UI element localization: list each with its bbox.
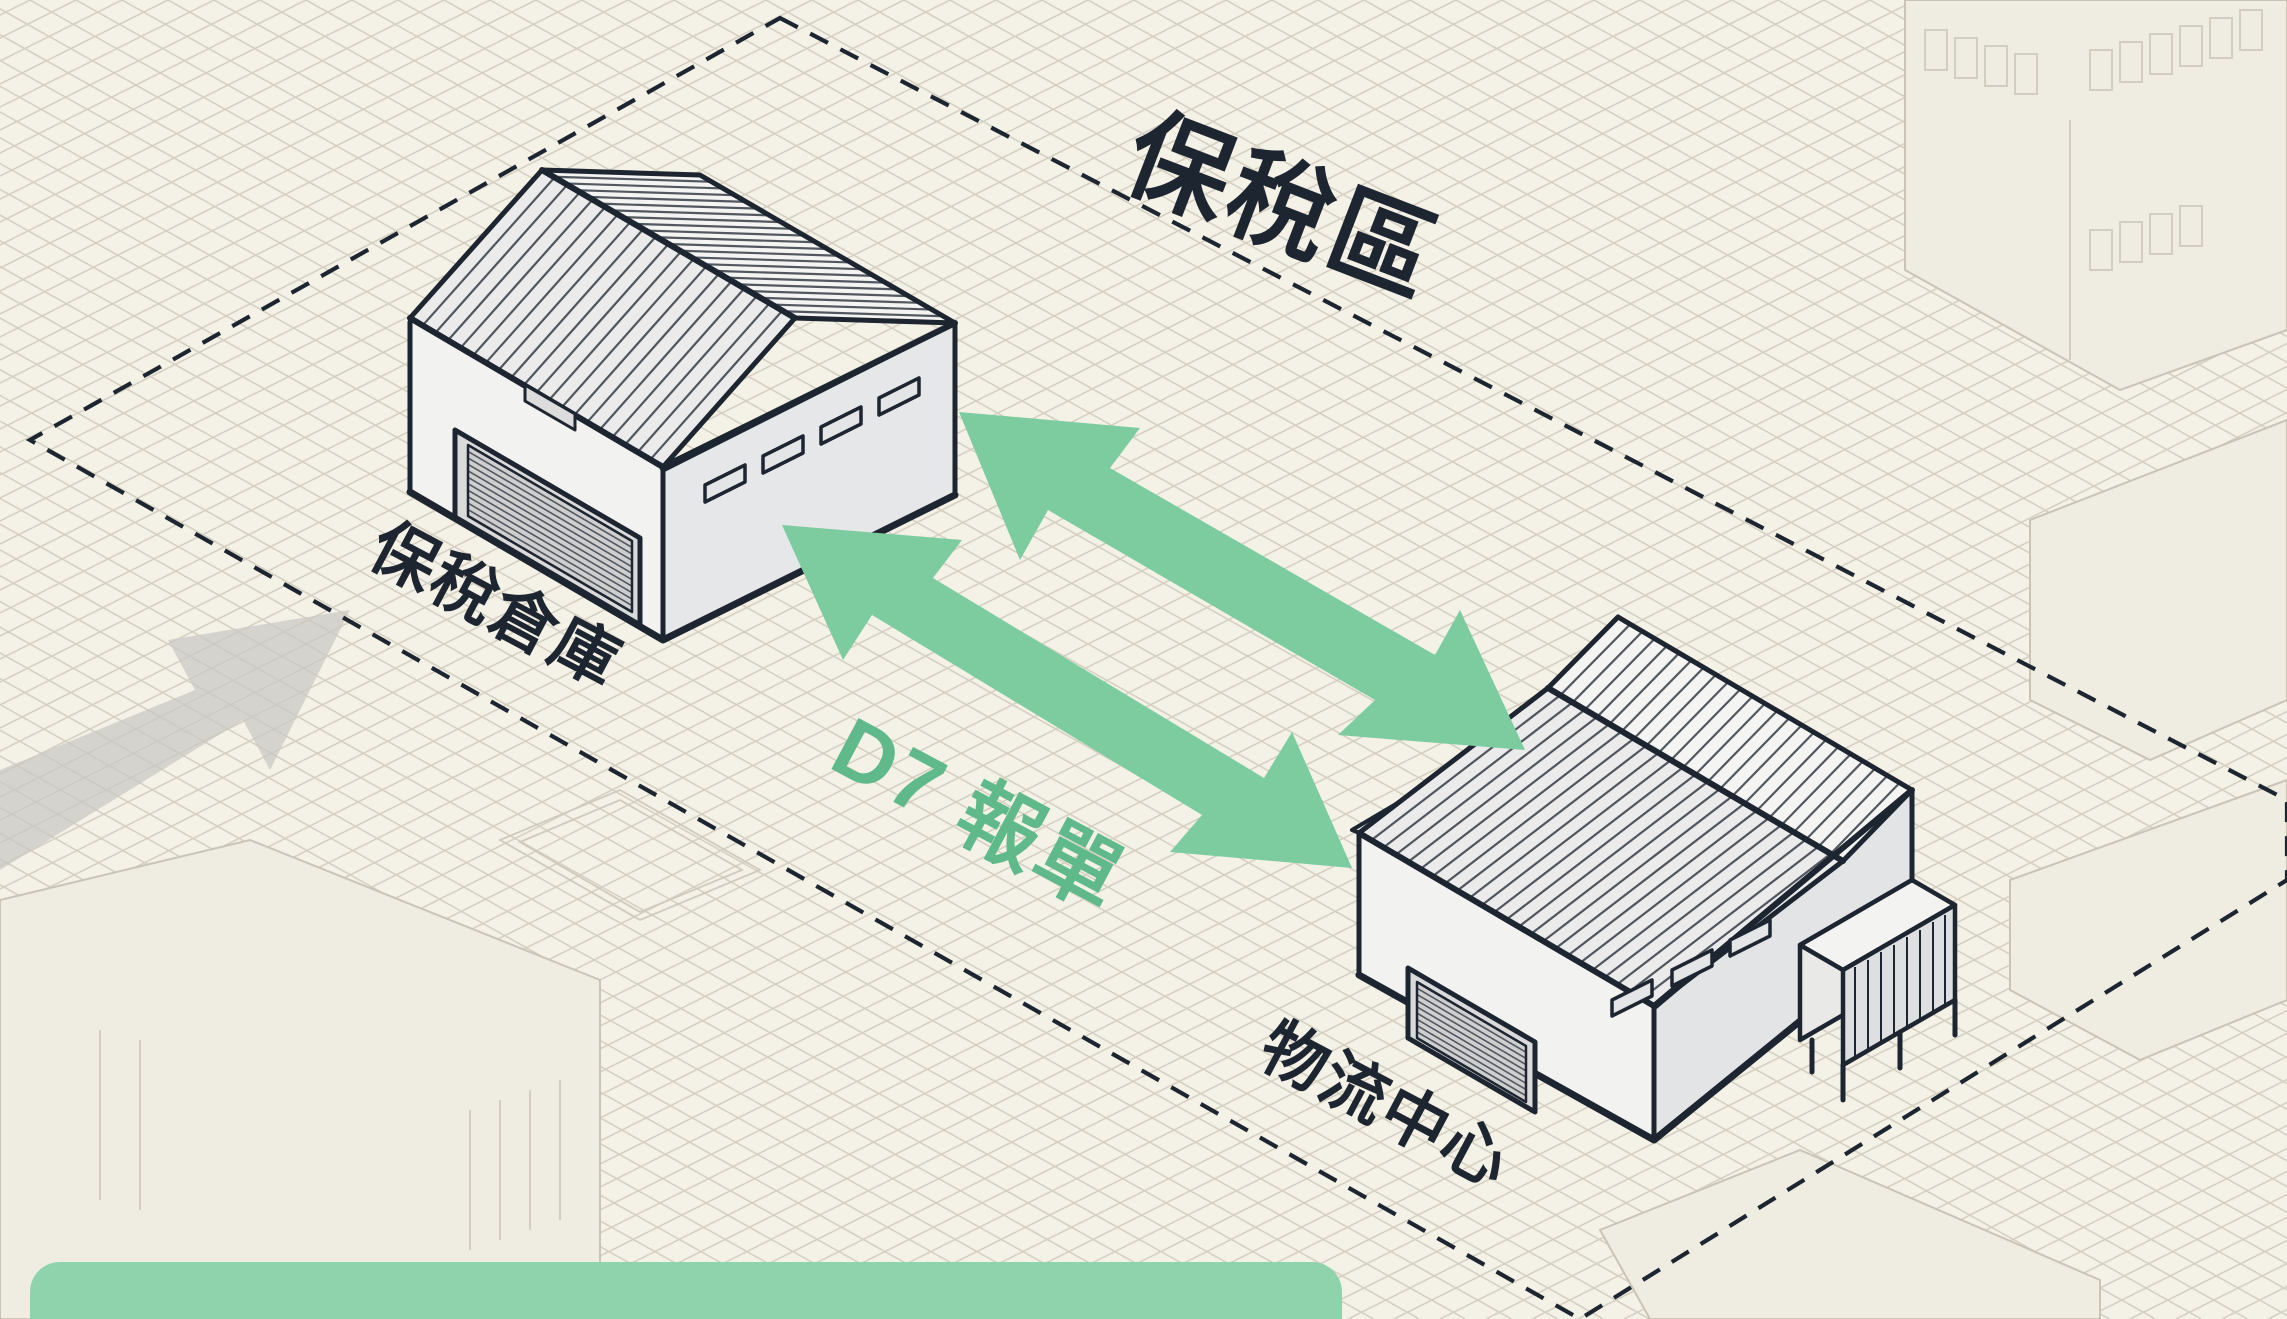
warehouse-windows — [703, 376, 921, 504]
zone-title: 保稅區 — [1111, 95, 1455, 319]
logistics-windows — [1610, 918, 1772, 1018]
bonded-warehouse-building — [406, 167, 959, 644]
loading-dock — [1797, 877, 1958, 1103]
info-panel — [30, 1262, 1342, 1319]
flow-arrow-lower — [782, 525, 1352, 868]
logistics-center-building — [1350, 614, 1958, 1144]
d7-flow-arrows — [782, 412, 1525, 868]
bonded-zone-boundary — [25, 15, 2287, 1319]
entry-arrow — [0, 610, 350, 870]
flow-arrow-upper — [959, 412, 1525, 750]
